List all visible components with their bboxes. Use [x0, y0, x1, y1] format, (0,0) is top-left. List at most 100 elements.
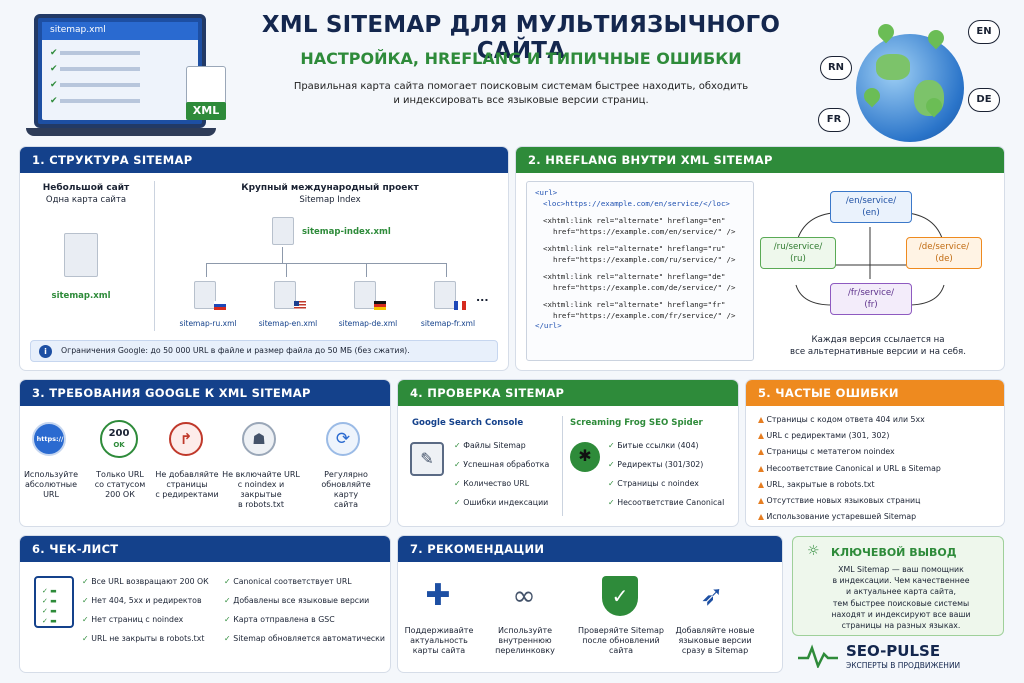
flag-de-icon [374, 301, 386, 310]
code-url-open: <url> [535, 188, 558, 197]
section-structure: 1. СТРУКТУРА SITEMAP Небольшой сайт Одна… [20, 147, 508, 370]
small-site-title: Небольшой сайт [42, 183, 130, 193]
sf-item: ✓ Страницы с noindex [608, 479, 699, 488]
file-icon [434, 281, 456, 309]
globe-icon [32, 422, 66, 456]
warning-icon: ▲ [758, 479, 767, 489]
code-link-fr-b: href="https://example.com/fr/service/" /… [553, 310, 736, 320]
warning-icon: ▲ [758, 447, 767, 457]
file-icon [354, 281, 376, 309]
error-item: ▲ Отсутствие новых языковых страниц [758, 496, 921, 506]
intro-line-2: и индексировать все языковые версии стра… [393, 95, 649, 106]
gsc-item: ✓ Количество URL [454, 479, 530, 488]
node-en-lang: (en) [862, 208, 880, 218]
page-title: XML SITEMAP ДЛЯ МУЛЬТИЯЗЫЧНОГО САЙТА [261, 12, 781, 64]
gsc-list: ✓ Файлы Sitemap ✓ Успешная обработка ✓ К… [454, 436, 549, 512]
code-link-ru-b: href="https://example.com/ru/service/" /… [553, 254, 736, 264]
sf-item: ✓ Редиректы (301/302) [608, 460, 704, 469]
lang-bubble-en: EN [968, 20, 1000, 44]
link-icon: ∞ [512, 579, 536, 612]
https-label: https:// [36, 435, 64, 443]
node-en-path: /en/service/ [845, 196, 897, 206]
child-file-en: sitemap-en.xml [258, 319, 318, 328]
check-item: ✓ Карта отправлена в GSC [224, 615, 335, 624]
section-verification: 4. ПРОВЕРКА SITEMAP Google Search Consol… [398, 380, 738, 526]
hreflang-caption-2: все альтернативные версии и на себя. [790, 347, 966, 357]
section-2-title: 2. HREFLANG ВНУТРИ XML SITEMAP [516, 147, 1004, 173]
code-link-de-a: <xhtml:link rel="alternate" hreflang="de… [543, 272, 726, 281]
section-checklist: 6. ЧЕК-ЛИСТ ✓ ▬✓ ▬✓ ▬✓ ▬ ✓ Все URL возвр… [20, 536, 390, 672]
node-de-path: /de/service/ [918, 242, 970, 252]
lang-bubble-fr: FR [818, 108, 850, 132]
hreflang-caption-1: Каждая версия ссылается на [811, 335, 945, 345]
node-ru-lang: (ru) [790, 254, 806, 264]
status-200-icon [100, 420, 138, 458]
index-file-name: sitemap-index.xml [302, 227, 391, 237]
laptop-illustration: sitemap.xml ✔ ✔ ✔ ✔ XML [26, 14, 226, 144]
index-file-icon [272, 217, 294, 245]
error-item: ▲ Использование устаревшей Sitemap [758, 512, 917, 522]
checklist-col-1: ✓ Все URL возвращают 200 ОК ✓ Нет 404, 5… [82, 572, 209, 648]
globe-illustration: RN EN DE FR [818, 10, 1018, 145]
code-link-de-b: href="https://example.com/de/service/" /… [553, 282, 736, 292]
warning-icon: ▲ [758, 431, 767, 441]
check-item: ✓ Добавлены все языковые версии [224, 596, 370, 605]
check-item: ✓ Canonical соответствует URL [224, 577, 352, 586]
small-site-sub: Одна карта сайта [45, 195, 127, 205]
large-site-title: Крупный международный проект [241, 183, 419, 193]
large-site-sub: Sitemap Index [299, 195, 361, 205]
section-3-title: 3. ТРЕБОВАНИЯ GOOGLE К XML SITEMAP [20, 380, 390, 406]
brand-tag: ЭКСПЕРТЫ В ПРОДВИЖЕНИИ [846, 661, 961, 670]
code-link-en-b: href="https://example.com/en/service/" /… [553, 226, 736, 236]
limits-note-text: Ограничения Google: до 50 000 URL в файл… [61, 346, 410, 355]
sf-list: ✓ Битые ссылки (404) ✓ Редиректы (301/30… [608, 436, 724, 512]
key-takeaway: ☼ КЛЮЧЕВОЙ ВЫВОД XML Sitemap — ваш помощ… [792, 536, 1004, 636]
errors-list: ▲ Страницы с кодом ответа 404 или 5хх ▲ … [758, 412, 941, 525]
intro-line-1: Правильная карта сайта помогает поисковы… [293, 81, 749, 92]
section-hreflang: 2. HREFLANG ВНУТРИ XML SITEMAP <url> <lo… [516, 147, 1004, 370]
node-de: /de/service/ (de) [906, 237, 982, 269]
puzzle-icon: ✚ [425, 578, 451, 613]
node-ru: /ru/service/ (ru) [760, 237, 836, 269]
brand-name: SEO-PULSE [846, 642, 941, 660]
check-item: ✓ Нет страниц с noindex [82, 615, 184, 624]
refresh-icon: ⟳ [326, 422, 360, 456]
warning-icon: ▲ [758, 463, 767, 473]
tools-icon: ✎ [410, 442, 444, 476]
section-4-title: 4. ПРОВЕРКА SITEMAP [398, 380, 738, 406]
child-file-ru: sitemap-ru.xml [179, 319, 237, 328]
node-fr: /fr/service/(fr) [830, 283, 912, 315]
sf-title: Screaming Frog SEO Spider [570, 418, 703, 428]
code-link-ru-a: <xhtml:link rel="alternate" hreflang="ru… [543, 244, 726, 253]
section-7-title: 7. РЕКОМЕНДАЦИИ [398, 536, 782, 562]
error-item: ▲ Страницы с кодом ответа 404 или 5хх [758, 415, 925, 424]
child-file-de: sitemap-de.xml [338, 319, 398, 328]
gsc-item: ✓ Ошибки индексации [454, 498, 549, 507]
code-link-fr-a: <xhtml:link rel="alternate" hreflang="fr… [543, 300, 726, 309]
warning-icon: ▲ [758, 415, 767, 424]
error-item: ▲ Несоответствие Canonical и URL в Sitem… [758, 463, 941, 473]
limits-note: i Ограничения Google: до 50 000 URL в фа… [30, 340, 498, 362]
code-url-close: </url> [535, 321, 562, 330]
file-icon [194, 281, 216, 309]
node-de-lang: (de) [935, 254, 953, 264]
code-link-en-a: <xhtml:link rel="alternate" hreflang="en… [543, 216, 726, 225]
lightbulb-icon: ☼ [807, 543, 820, 559]
section-google-requirements: 3. ТРЕБОВАНИЯ GOOGLE К XML SITEMAP https… [20, 380, 390, 526]
error-item: ▲ URL, закрытые в robots.txt [758, 479, 875, 489]
warning-icon: ▲ [758, 512, 767, 522]
section-1-title: 1. СТРУКТУРА SITEMAP [20, 147, 508, 173]
check-item: ✓ Нет 404, 5хх и редиректов [82, 596, 202, 605]
check-item: ✓ URL не закрыты в robots.txt [82, 634, 205, 643]
info-icon: i [39, 345, 52, 358]
node-ru-path: /ru/service/ [773, 242, 823, 252]
status-200-sub: OK [113, 441, 125, 449]
xml-badge: XML [186, 102, 226, 120]
